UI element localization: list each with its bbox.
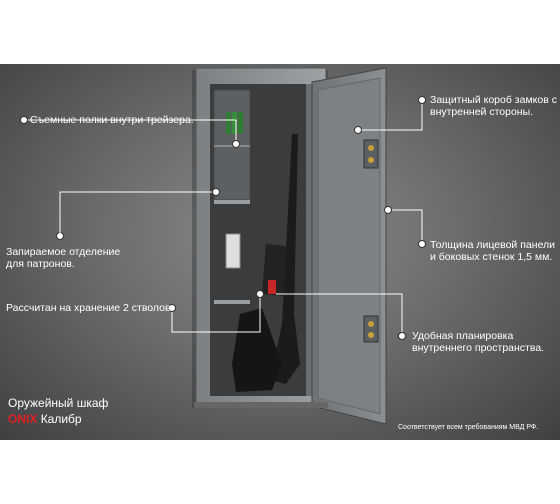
product-title: Оружейный шкаф ONIX Калибр <box>8 395 108 427</box>
callout-text: Толщина лицевой панели <box>430 239 556 251</box>
callout-text: Рассчитан на хранение 2 стволов <box>6 302 171 314</box>
door-lock-box-lower <box>363 315 379 343</box>
callout-text: для патронов. <box>6 258 75 270</box>
callout-removable-shelves: Съемные полки внутри трейзера. <box>30 114 194 126</box>
callout-text: внутреннего пространства. <box>412 342 545 354</box>
shelf <box>214 200 250 204</box>
callout-text: Защитный короб замков с <box>430 94 557 106</box>
callout-text: внутренней стороны. <box>430 106 534 118</box>
callout-text: Запираемое отделение <box>6 246 121 258</box>
rifle <box>270 134 300 384</box>
product-type: Оружейный шкаф <box>8 396 109 410</box>
door-lock-box-upper <box>363 139 379 169</box>
callout-locked-compartment: Запираемое отделение для патронов. <box>6 246 120 270</box>
callout-text: Съемные полки внутри трейзера. <box>30 114 194 126</box>
rifle-2 <box>232 308 282 392</box>
callout-text: Удобная планировка <box>412 330 514 342</box>
ammo-box <box>225 233 241 269</box>
product-name: ONIX Калибр <box>8 411 108 427</box>
callout-interior-layout: Удобная планировка внутреннего пространс… <box>412 330 544 354</box>
model-name: Калибр <box>40 412 82 426</box>
dark-backdrop: Съемные полки внутри трейзера. Защитный … <box>0 64 560 440</box>
callout-capacity: Рассчитан на хранение 2 стволов <box>6 302 171 314</box>
callout-lock-box: Защитный короб замков с внутренней сторо… <box>430 94 557 118</box>
gun-safe-illustration <box>20 67 426 425</box>
brand-name: ONIX <box>8 412 38 426</box>
compliance-note: Соответствует всем требованиям МВД РФ. <box>398 424 539 431</box>
callout-panel-thickness: Толщина лицевой панели и боковых стенок … <box>430 239 555 263</box>
callout-text: и боковых стенок 1,5 мм. <box>430 251 553 263</box>
shotgun-shells <box>226 112 231 134</box>
